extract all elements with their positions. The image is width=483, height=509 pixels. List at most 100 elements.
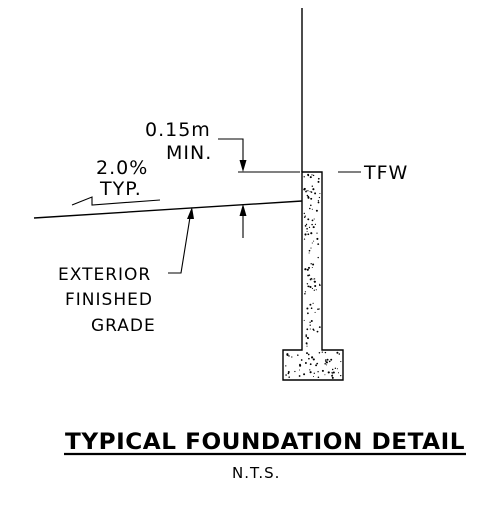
concrete-speck xyxy=(300,359,303,361)
concrete-speck xyxy=(304,233,307,236)
concrete-speck xyxy=(308,274,311,276)
concrete-speck xyxy=(309,371,312,374)
concrete-speck xyxy=(311,208,313,210)
concrete-speck xyxy=(317,376,320,379)
concrete-speck xyxy=(318,351,321,354)
concrete-speck xyxy=(288,376,290,378)
concrete-speck xyxy=(304,362,307,364)
grade-leader xyxy=(168,210,192,274)
concrete-speck xyxy=(307,353,310,356)
concrete-speck xyxy=(314,192,317,195)
concrete-speck xyxy=(291,356,293,358)
concrete-speck xyxy=(312,302,314,304)
concrete-speck xyxy=(332,371,335,374)
concrete-speck xyxy=(334,367,337,370)
concrete-speck xyxy=(306,307,309,310)
concrete-speck xyxy=(309,324,311,326)
concrete-speck xyxy=(307,274,310,277)
concrete-speck xyxy=(340,374,342,377)
concrete-speck xyxy=(324,374,326,376)
concrete-speck xyxy=(309,369,311,371)
concrete-speck xyxy=(314,223,316,225)
concrete-speck xyxy=(337,368,338,370)
concrete-speck xyxy=(331,371,333,374)
concrete-speck xyxy=(317,256,319,259)
concrete-speck xyxy=(307,312,309,315)
concrete-speck xyxy=(316,237,319,240)
concrete-speck xyxy=(312,375,315,378)
concrete-speck xyxy=(325,361,328,364)
concrete-speck xyxy=(310,320,313,322)
concrete-speck xyxy=(318,308,320,310)
concrete-speck xyxy=(328,360,331,363)
concrete-speck xyxy=(313,278,316,280)
concrete-speck xyxy=(307,218,310,221)
concrete-speck xyxy=(331,376,334,379)
concrete-speck xyxy=(304,292,306,295)
concrete-speck xyxy=(306,345,308,347)
concrete-speck xyxy=(309,321,311,323)
concrete-speck xyxy=(285,365,287,367)
concrete-speck xyxy=(317,308,319,310)
concrete-speck xyxy=(308,252,310,254)
concrete-speck xyxy=(312,358,315,361)
grade-label-line3: GRADE xyxy=(91,316,156,336)
concrete-speck xyxy=(313,329,315,332)
concrete-speck xyxy=(310,263,312,265)
concrete-speck xyxy=(331,374,334,377)
concrete-speck xyxy=(314,311,316,313)
concrete-speck xyxy=(310,277,313,279)
concrete-speck xyxy=(324,363,326,365)
concrete-speck xyxy=(308,226,311,229)
concrete-speck xyxy=(328,371,330,374)
concrete-speck xyxy=(314,284,317,288)
concrete-speck xyxy=(324,359,327,361)
concrete-speck xyxy=(316,330,319,333)
concrete-speck xyxy=(306,336,309,339)
concrete-speck xyxy=(316,362,319,365)
concrete-speck xyxy=(313,372,315,374)
concrete-speck xyxy=(317,177,320,180)
concrete-speck xyxy=(307,190,309,192)
concrete-speck xyxy=(309,207,311,210)
dimension-arrow-top xyxy=(239,160,247,172)
concrete-speck xyxy=(306,283,309,285)
concrete-speck xyxy=(303,176,305,178)
grade-label-line2: FINISHED xyxy=(65,290,153,310)
concrete-speck xyxy=(307,174,310,177)
concrete-speck xyxy=(336,351,339,354)
concrete-speck xyxy=(306,227,308,230)
concrete-speck xyxy=(309,191,311,193)
drawing-scale-note: N.T.S. xyxy=(232,464,280,482)
concrete-speck xyxy=(311,287,313,290)
concrete-speck xyxy=(319,192,321,195)
foundation-wall-outline xyxy=(282,171,344,381)
concrete-speck xyxy=(305,335,307,338)
concrete-speck xyxy=(306,328,309,331)
concrete-speck xyxy=(311,223,313,226)
concrete-speck xyxy=(321,351,323,353)
concrete-speck xyxy=(311,267,313,268)
concrete-speck xyxy=(309,176,312,179)
concrete-speck xyxy=(287,372,290,375)
concrete-speck xyxy=(305,190,307,193)
concrete-speck xyxy=(312,226,315,229)
concrete-speck xyxy=(340,361,342,363)
concrete-speck xyxy=(303,319,305,321)
concrete-speck xyxy=(312,174,315,177)
concrete-speck xyxy=(315,209,318,212)
dimension-value: 0.15m xyxy=(145,119,211,141)
concrete-speck xyxy=(309,328,311,330)
concrete-speck xyxy=(310,307,313,310)
concrete-speck xyxy=(307,233,310,236)
concrete-speck xyxy=(309,285,311,287)
concrete-speck xyxy=(303,373,306,376)
concrete-speck xyxy=(318,196,321,199)
concrete-speck xyxy=(305,223,308,226)
concrete-speck xyxy=(288,355,290,357)
concrete-speck xyxy=(303,216,306,219)
concrete-speck xyxy=(311,356,314,359)
concrete-speck xyxy=(309,278,312,281)
concrete-speck xyxy=(317,201,320,204)
